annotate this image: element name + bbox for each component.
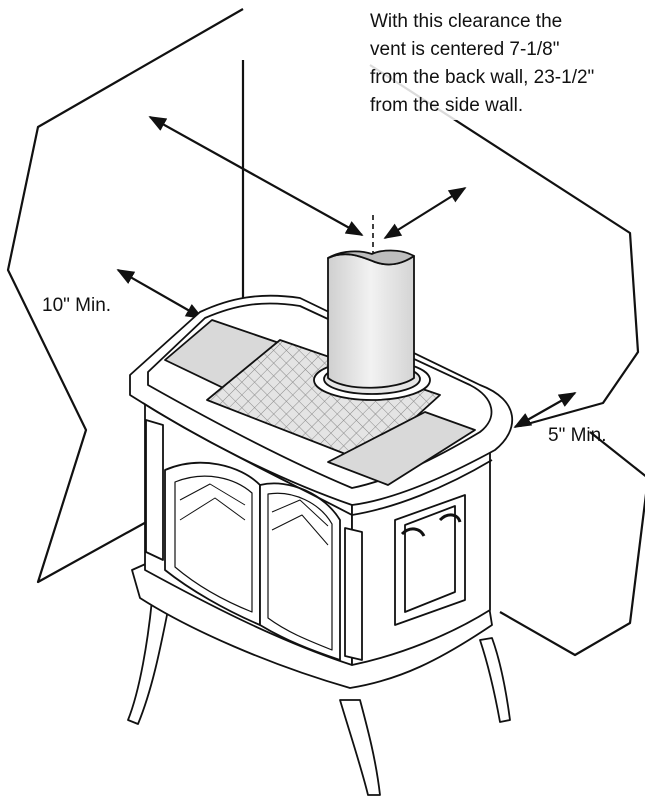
- back-clearance-label: 5" Min.: [548, 425, 607, 446]
- stove: [127, 249, 514, 796]
- note-line-4: from the side wall.: [370, 95, 524, 116]
- left-clearance-arrow: [116, 269, 204, 319]
- clearance-arrows: [116, 116, 577, 428]
- right-top-panel: [327, 411, 476, 486]
- center-cooktop: [206, 339, 441, 463]
- side-clearance-label: 10" Min.: [42, 295, 112, 316]
- side-wall-arrow: [383, 187, 467, 239]
- note-line-2: vent is centered 7-1/8": [370, 39, 560, 60]
- right-clearance-arrow: [513, 392, 577, 428]
- note-line-3: from the back wall, 23-1/2": [370, 67, 595, 88]
- vent-position-note: With this clearance the vent is centered…: [366, 8, 599, 120]
- back-wall-arrow: [148, 116, 364, 236]
- note-line-1: With this clearance the: [370, 11, 563, 32]
- vent-pipe: [327, 253, 415, 389]
